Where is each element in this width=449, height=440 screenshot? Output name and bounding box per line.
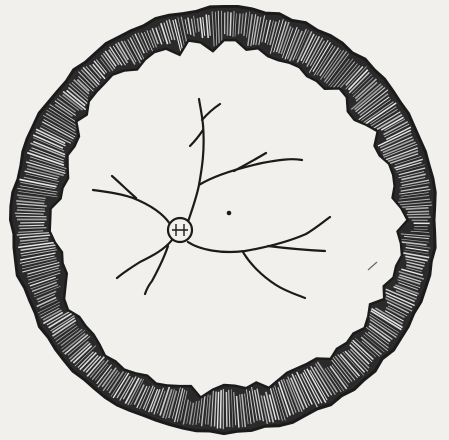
optic-disc xyxy=(168,218,192,242)
ring-hatch-stroke xyxy=(408,211,429,212)
ring-hatch-stroke xyxy=(220,390,221,428)
ring-hatch-stroke xyxy=(227,12,228,36)
ring-hatch-stroke xyxy=(19,225,44,226)
ring-hatch-stroke xyxy=(226,392,227,427)
macula-dot xyxy=(227,211,232,216)
ring-hatch-stroke xyxy=(230,12,231,36)
ring-hatch-stroke xyxy=(407,214,430,215)
ring-hatch-stroke xyxy=(16,216,47,217)
